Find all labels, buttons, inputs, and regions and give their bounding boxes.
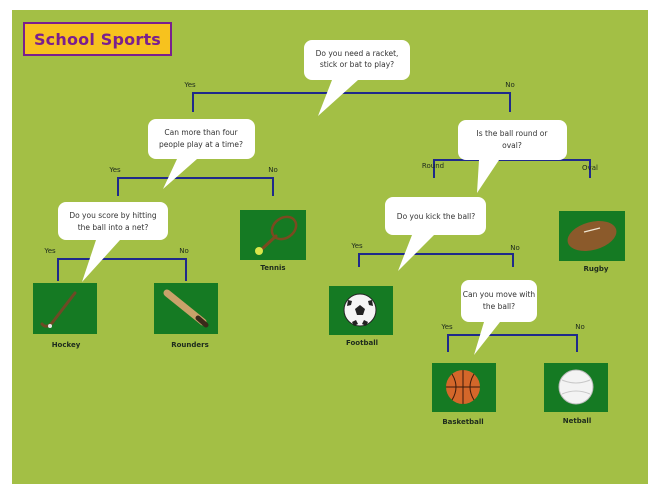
leaf-label-rounders: Rounders xyxy=(171,341,209,349)
tennis-racket-icon xyxy=(255,215,298,255)
netball-icon xyxy=(558,369,594,405)
leaf-label-rugby: Rugby xyxy=(584,265,609,273)
question-score-line1: Do you score by hitting xyxy=(69,211,157,220)
question-score-line2: the ball into a net? xyxy=(78,223,149,232)
leaf-football: Football xyxy=(329,286,393,347)
branch-label-score-yes: Yes xyxy=(43,247,56,255)
leaf-label-football: Football xyxy=(346,339,378,347)
leaf-label-basketball: Basketball xyxy=(442,418,483,426)
leaf-hockey: Hockey xyxy=(33,283,97,349)
branch-label-score-no: No xyxy=(179,247,189,255)
leaf-rounders: Rounders xyxy=(154,283,218,349)
question-bubble-kick: Do you kick the ball? xyxy=(385,197,486,271)
branch-label-racket-no: No xyxy=(505,81,515,89)
leaf-label-tennis: Tennis xyxy=(260,264,285,272)
branch-label-racket-yes: Yes xyxy=(183,81,196,89)
branch-label-kick-yes: Yes xyxy=(350,242,363,250)
question-bubble-move: Can you move with the ball? xyxy=(461,280,537,355)
title-box: School Sports xyxy=(23,22,172,56)
question-people-line1: Can more than four xyxy=(164,128,238,137)
question-move-line2: the ball? xyxy=(483,302,515,311)
question-round-line2: oval? xyxy=(502,141,522,150)
rounders-bat-icon xyxy=(163,289,209,328)
branch-label-kick-no: No xyxy=(510,244,520,252)
question-bubble-people: Can more than four people play at a time… xyxy=(148,119,255,189)
question-move-line1: Can you move with xyxy=(463,290,536,299)
question-bubble-round: Is the ball round or oval? xyxy=(458,120,567,193)
diagram-title: School Sports xyxy=(33,29,162,49)
leaf-label-netball: Netball xyxy=(563,417,592,425)
leaf-rugby: Rugby xyxy=(559,211,625,273)
branch-labels: Yes No Yes No Yes No Round Oval Yes No Y… xyxy=(43,81,598,331)
question-people-line2: people play at a time? xyxy=(159,140,243,149)
football-icon xyxy=(343,293,377,327)
leaf-basketball: Basketball xyxy=(432,363,496,426)
branch-label-oval: Oval xyxy=(582,164,598,172)
branch-label-people-yes: Yes xyxy=(108,166,121,174)
hockey-stick-icon xyxy=(40,291,77,328)
leaf-tennis: Tennis xyxy=(240,210,306,272)
question-racket-line2: stick or bat to play? xyxy=(320,60,394,69)
branch-label-people-no: No xyxy=(268,166,278,174)
leaf-netball: Netball xyxy=(544,363,608,425)
branch-label-round: Round xyxy=(422,162,444,170)
question-round-line1: Is the ball round or xyxy=(477,129,549,138)
branch-label-move-no: No xyxy=(575,323,585,331)
question-bubble-racket: Do you need a racket, stick or bat to pl… xyxy=(304,40,410,116)
branch-label-move-yes: Yes xyxy=(440,323,453,331)
question-bubble-score: Do you score by hitting the ball into a … xyxy=(58,202,168,282)
rugby-ball-icon xyxy=(567,221,617,251)
question-racket-line1: Do you need a racket, xyxy=(316,49,399,58)
leaf-label-hockey: Hockey xyxy=(52,341,81,349)
basketball-icon xyxy=(446,370,480,404)
question-kick-line1: Do you kick the ball? xyxy=(397,212,475,221)
